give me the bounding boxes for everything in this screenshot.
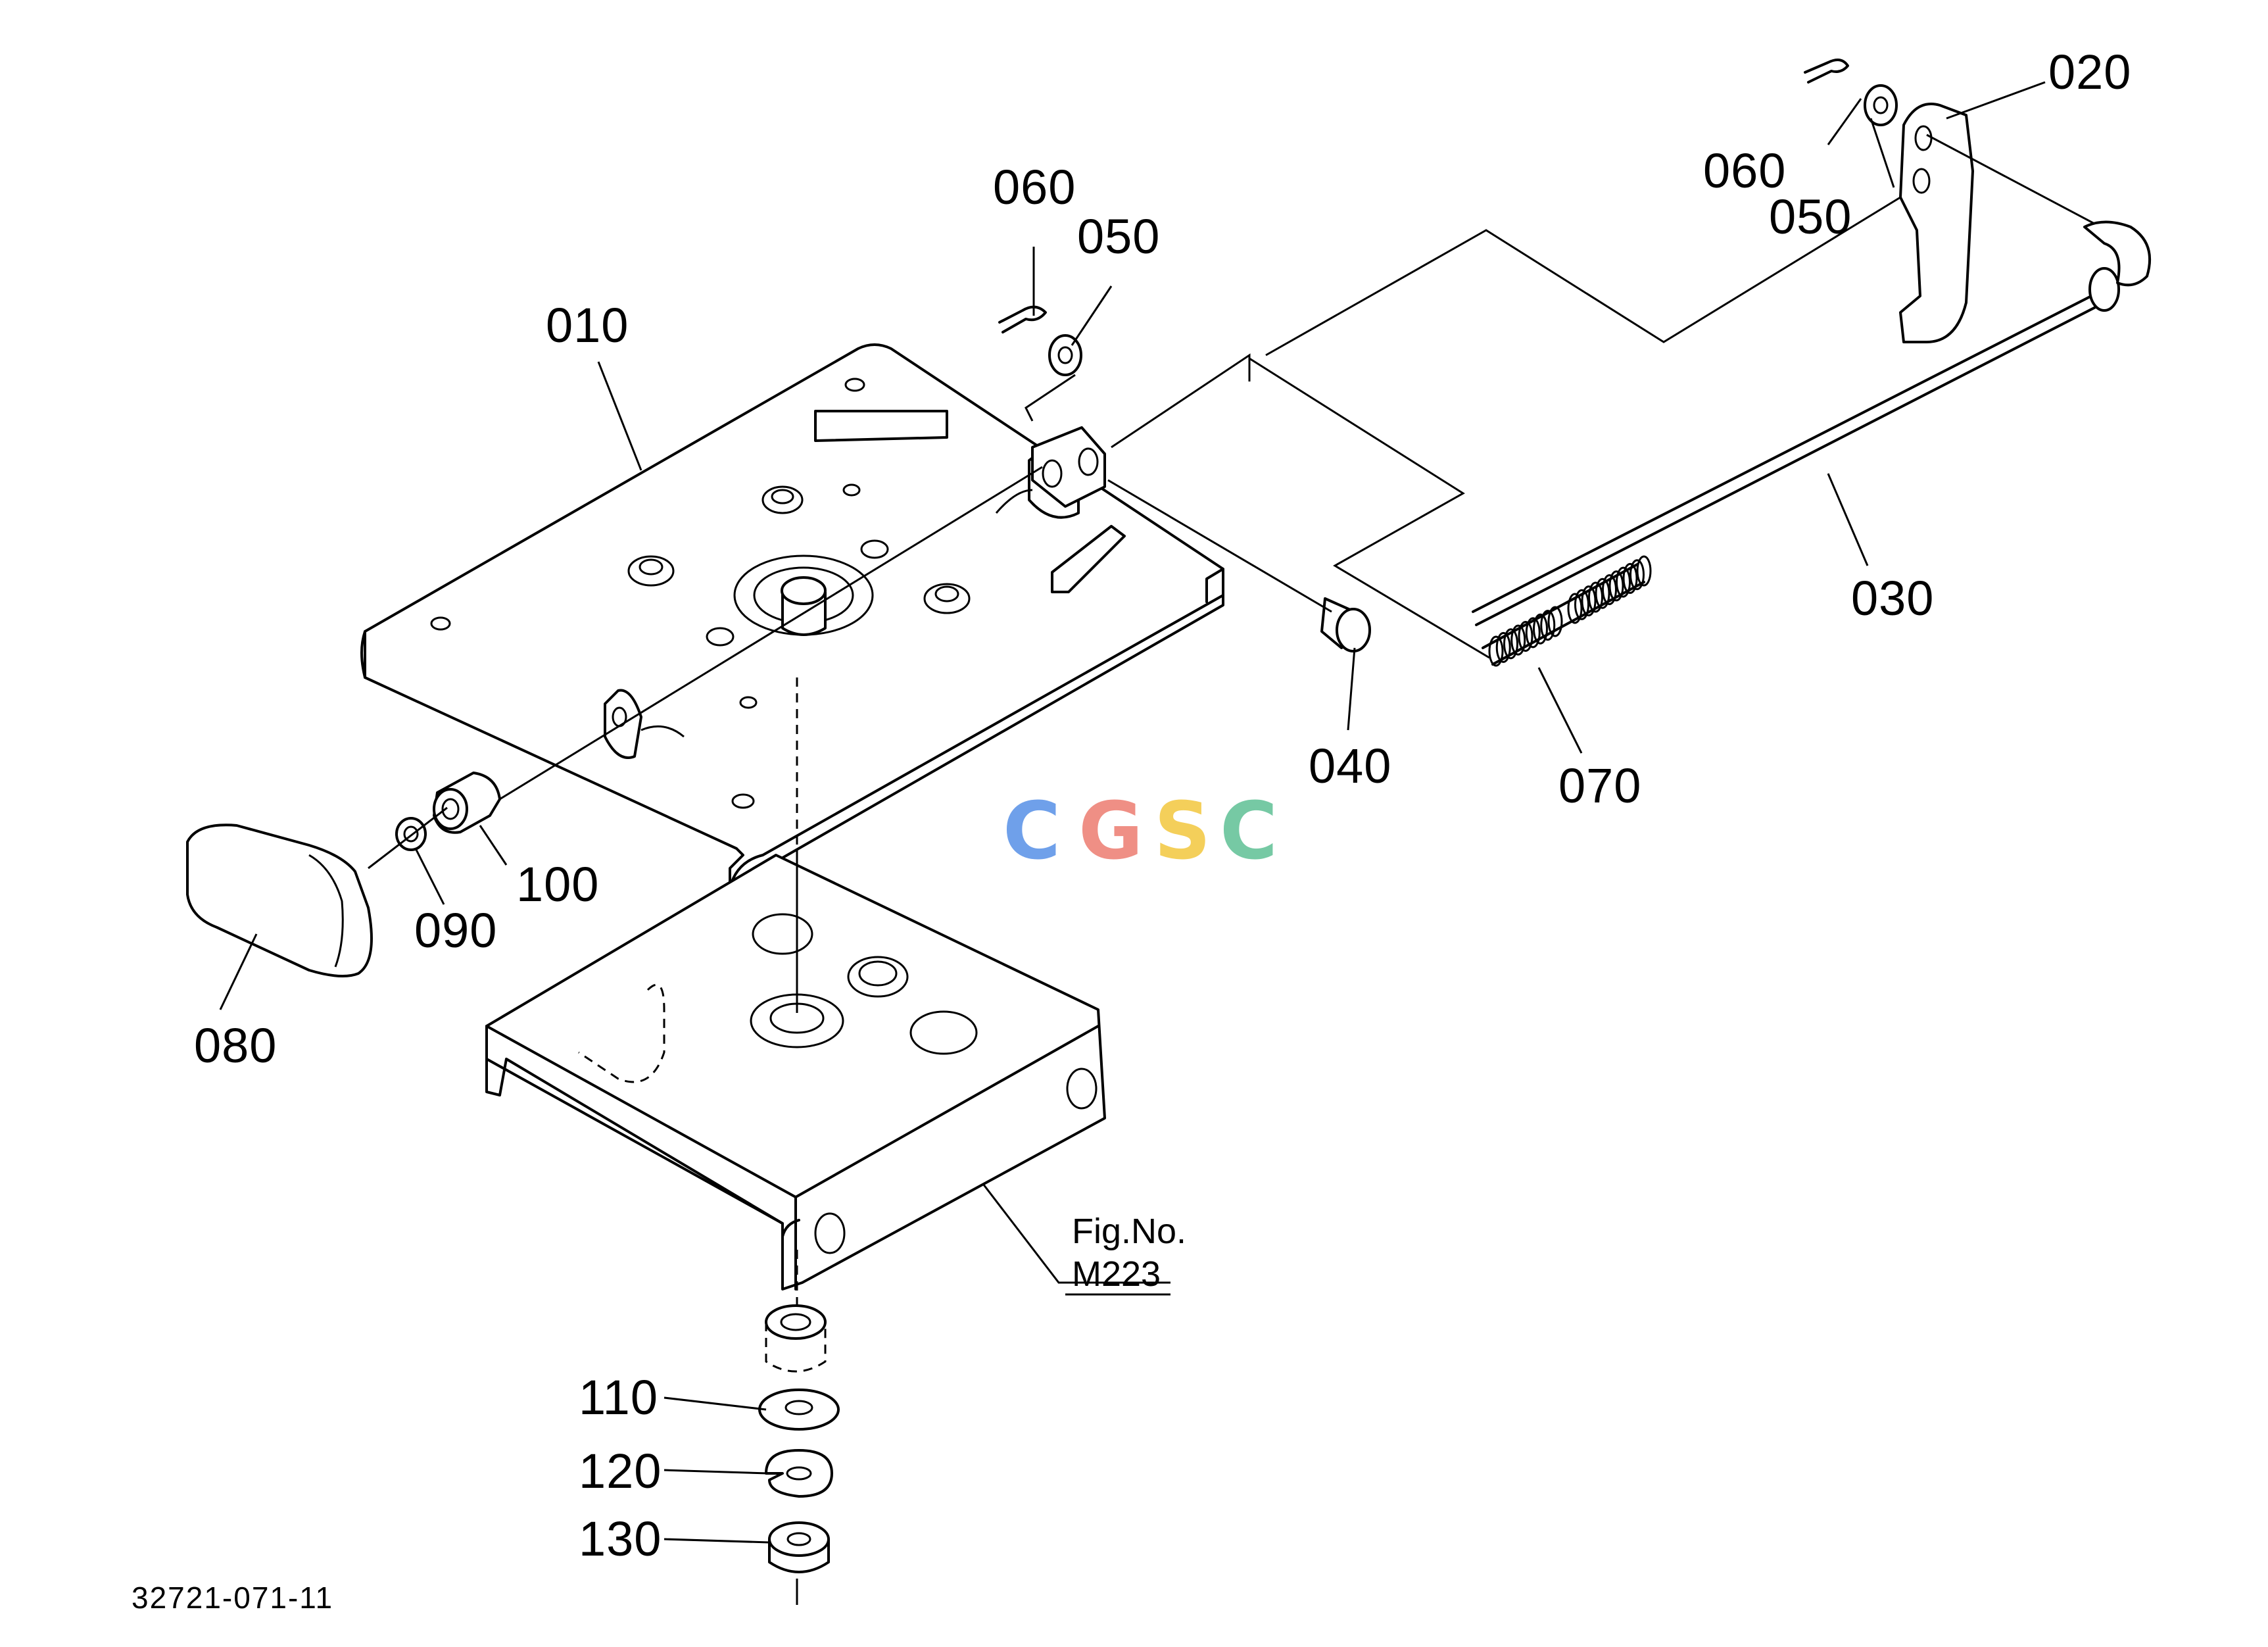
spring-coil [1510, 624, 1526, 656]
knob-080 [186, 823, 373, 977]
label-050-right: 050 [1769, 189, 1852, 244]
assembly-lines [368, 134, 2095, 1605]
watermark-letter-1: C [1003, 786, 1061, 877]
lower-bracket [485, 854, 1106, 1291]
spring-coil [1518, 621, 1533, 652]
washer-050-right [1864, 84, 1898, 126]
spring-coil [1567, 593, 1583, 624]
spring-coil [1495, 631, 1511, 663]
lever-020 [1899, 103, 1974, 343]
collar-100 [433, 772, 501, 834]
spring-coil [1547, 606, 1563, 637]
cotter-pin-060-left [998, 305, 1047, 333]
label-100: 100 [516, 857, 599, 912]
spring-coil [1588, 581, 1603, 613]
label-030: 030 [1851, 571, 1934, 626]
nut-090 [395, 817, 427, 851]
pin-040 [1320, 597, 1371, 652]
spring-coil [1616, 566, 1631, 598]
washer-050-left [1048, 334, 1082, 376]
leader-lines [219, 81, 2046, 1544]
watermark-letter-3: S [1154, 786, 1211, 877]
watermark-letter-4: C [1220, 786, 1278, 877]
label-110: 110 [579, 1370, 658, 1425]
label-070: 070 [1558, 758, 1641, 813]
figure-reference-line1: Fig.No. [1072, 1212, 1186, 1251]
label-010: 010 [546, 298, 629, 353]
spring-coil [1533, 613, 1548, 645]
label-050-left: 050 [1077, 209, 1160, 264]
watermark-logo: C G S C [1003, 786, 1278, 877]
catalog-number: 32721-071-11 [132, 1581, 333, 1615]
spring-coil [1602, 574, 1617, 605]
spring-coil [1629, 559, 1645, 591]
label-020: 020 [2048, 45, 2131, 99]
spring-coil [1540, 610, 1556, 641]
spring-coil [1574, 589, 1589, 620]
label-090: 090 [414, 903, 497, 958]
label-040: 040 [1309, 739, 1391, 793]
clevis-bracket [1031, 426, 1106, 508]
label-060-right: 060 [1703, 143, 1786, 198]
watermark-letter-2: G [1078, 786, 1144, 877]
label-130: 130 [579, 1512, 662, 1566]
label-080: 080 [194, 1018, 277, 1073]
spring-coil [1595, 578, 1610, 609]
figure-reference-line2: M223 [1072, 1254, 1161, 1294]
spring-coil [1622, 562, 1638, 594]
part-labels: 010 060 050 020 060 050 030 040 070 100 … [194, 45, 2131, 1566]
spring-coil [1636, 555, 1652, 587]
bushing-and-washers [758, 1304, 840, 1573]
spring-coil [1488, 635, 1504, 667]
spring-coil [1581, 585, 1597, 617]
rod-030 [1472, 220, 2152, 626]
label-120: 120 [579, 1444, 662, 1498]
cotter-pin-060-right [1804, 59, 1849, 84]
label-060-left: 060 [993, 160, 1076, 214]
spring-070 [1482, 555, 1652, 667]
figure-reference: Fig.No. M223 [1065, 1212, 1186, 1296]
spring-coil [1503, 628, 1518, 660]
spring-coil [1525, 617, 1541, 649]
spring-coil [1608, 570, 1624, 602]
